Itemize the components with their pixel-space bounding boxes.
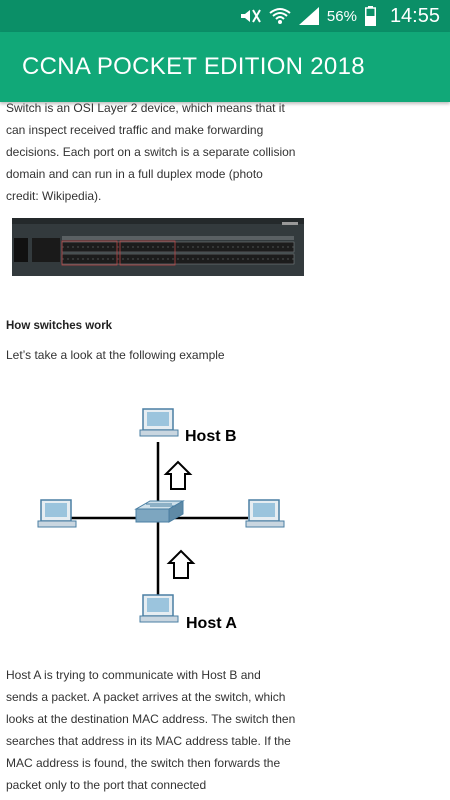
switch-photo	[12, 218, 304, 276]
network-diagram: Host B Host A	[37, 408, 285, 632]
intro-paragraph: Switch is an OSI Layer 2 device, which m…	[6, 102, 296, 203]
mute-icon	[240, 9, 261, 23]
signal-icon	[298, 7, 319, 25]
host-a-label: Host A	[186, 615, 237, 632]
up-arrow-icon	[166, 549, 196, 579]
battery-percent: 56%	[326, 7, 357, 25]
section-heading: How switches work	[6, 320, 113, 332]
status-icons: 56% 14:55	[239, 0, 440, 32]
computer-host-b-icon	[139, 408, 179, 437]
body-paragraph: Host A is trying to communicate with Hos…	[6, 668, 296, 792]
wifi-icon	[269, 8, 291, 24]
status-bar: 56% 14:55	[0, 0, 450, 32]
battery-icon	[364, 6, 376, 26]
app-bar: CCNA POCKET EDITION 2018	[0, 32, 450, 102]
app-title: CCNA POCKET EDITION 2018	[22, 53, 365, 80]
up-arrow-icon	[163, 460, 193, 490]
article-content[interactable]: Switch is an OSI Layer 2 device, which m…	[0, 102, 450, 800]
switch-icon	[134, 500, 185, 523]
computer-host-a-icon	[139, 594, 179, 623]
computer-left-icon	[37, 499, 77, 528]
host-b-label: Host B	[185, 428, 237, 445]
clock: 14:55	[389, 4, 440, 27]
example-text: Let’s take a look at the following examp…	[6, 348, 225, 362]
computer-right-icon	[245, 499, 285, 528]
